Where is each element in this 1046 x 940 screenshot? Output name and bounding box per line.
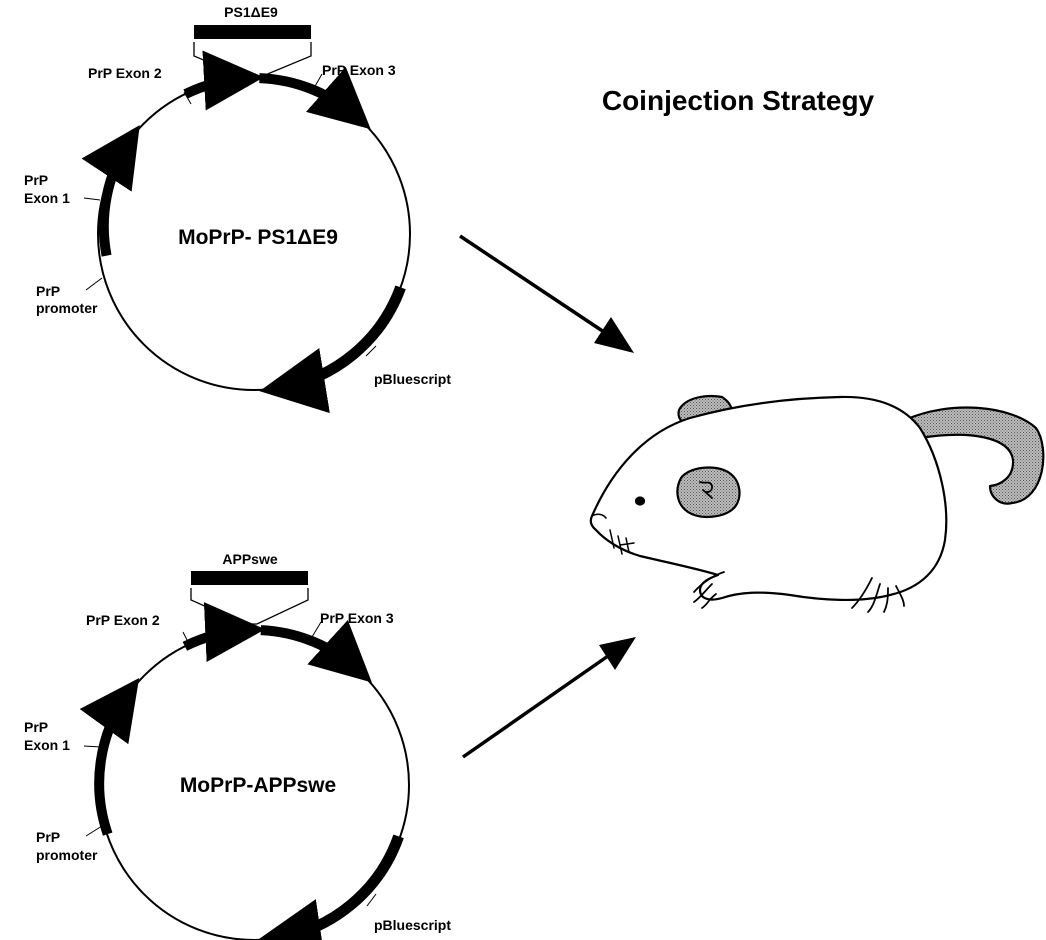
- vector-leader: [365, 345, 377, 357]
- insert-bar: [191, 571, 308, 585]
- promoter-label-line1: PrP: [36, 283, 60, 299]
- promoter-label-line1: PrP: [36, 829, 60, 845]
- insert-bracket: [193, 42, 312, 79]
- insert-bracket: [190, 588, 309, 625]
- exon2-leader: [182, 631, 191, 647]
- exon3-label: PrP Exon 3: [320, 610, 394, 626]
- promoter-leader: [85, 277, 103, 291]
- vector-label: pBluescript: [374, 371, 451, 387]
- exon3-label: PrP Exon 3: [322, 62, 396, 78]
- mouse-icon: [589, 394, 1045, 613]
- exon3-leader: [313, 73, 323, 89]
- plasmid-name: MoPrP- PS1ΔE9: [178, 226, 338, 249]
- vector-segment: [259, 285, 406, 414]
- insert-bar: [194, 25, 311, 39]
- exon2-label: PrP Exon 2: [86, 612, 160, 628]
- arrow-icon: [459, 234, 634, 353]
- exon1-label-line1: PrP: [24, 172, 48, 188]
- exon1-label-line2: Exon 1: [24, 190, 70, 206]
- exon2-label: PrP Exon 2: [88, 65, 162, 81]
- promoter-label-line2: promoter: [36, 847, 98, 863]
- exon2-segment: [182, 602, 266, 662]
- exon2-leader: [183, 91, 192, 105]
- vector-label: pBluescript: [374, 917, 451, 933]
- exon2-segment: [183, 50, 264, 111]
- exon3-segment: [260, 619, 372, 683]
- exon3-segment: [259, 66, 371, 130]
- insert-label: APPswe: [222, 551, 277, 567]
- promoter-label-line2: promoter: [36, 300, 98, 316]
- exon1-segment: [79, 678, 140, 836]
- exon1-label-line2: Exon 1: [24, 737, 70, 753]
- plasmid-ps1: PS1ΔE9 PrP Exon 2 PrP Exon 3 PrP Exon 1 …: [24, 4, 451, 414]
- exon1-leader: [83, 197, 101, 201]
- exon1-segment: [81, 125, 140, 257]
- plasmid-name: MoPrP-APPswe: [180, 774, 336, 797]
- promoter-leader: [85, 825, 103, 837]
- insert-label: PS1ΔE9: [224, 4, 278, 20]
- vector-segment: [255, 834, 404, 940]
- diagram-title: Coinjection Strategy: [602, 85, 875, 116]
- exon1-label-line1: PrP: [24, 719, 48, 735]
- exon3-leader: [311, 621, 322, 638]
- vector-leader: [366, 893, 377, 907]
- plasmid-app: APPswe PrP Exon 2 PrP Exon 3 PrP Exon 1 …: [24, 551, 451, 940]
- arrow-icon: [461, 637, 636, 759]
- exon1-leader: [83, 745, 102, 748]
